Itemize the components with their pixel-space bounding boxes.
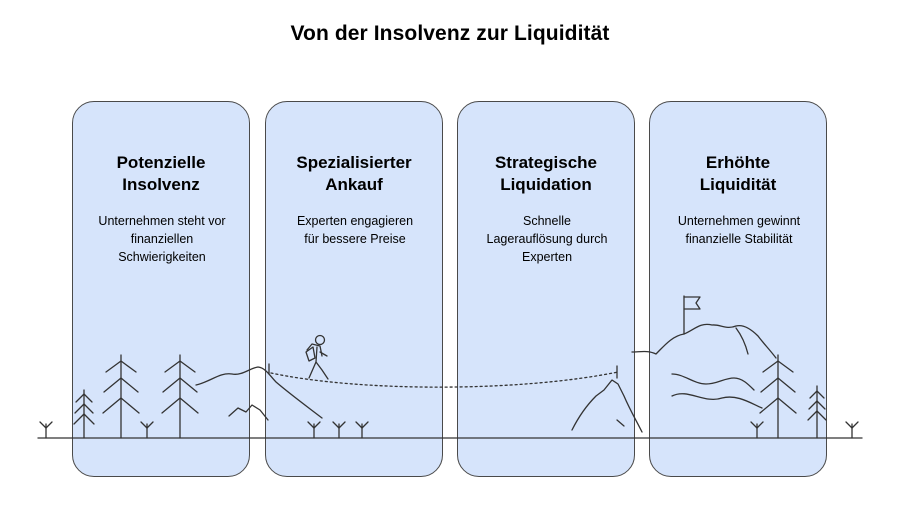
stage-description-line: Experten [521, 250, 573, 264]
grass-tuft-icon [845, 421, 859, 439]
stage-description-line: Unternehmen steht vor [98, 214, 226, 228]
stage-description-line: Experten engagieren [296, 214, 414, 228]
stage-heading-line: Liquidität [699, 175, 777, 194]
stage-heading-line: Insolvenz [122, 175, 200, 194]
stage-card-increased-liquidity: Erhöhte Liquidität Unternehmen gewinnt f… [649, 101, 827, 477]
stage-description-line: Schnelle [523, 214, 571, 228]
stage-heading-line: Strategische [494, 153, 598, 172]
stage-heading-line: Erhöhte [705, 153, 771, 172]
stage-description: Schnelle Lagerauflösung durch Experten [468, 212, 626, 266]
stage-description-line: für bessere Preise [304, 232, 406, 246]
stage-description: Unternehmen gewinnt finanzielle Stabilit… [660, 212, 818, 248]
stage-card-specialized-purchase: Spezialisierter Ankauf Experten engagier… [265, 101, 443, 477]
stage-heading-line: Spezialisierter [296, 153, 412, 172]
stage-heading: Potenzielle Insolvenz [73, 152, 249, 196]
stage-description-line: Unternehmen gewinnt [677, 214, 801, 228]
stage-description-line: finanzielle Stabilität [685, 232, 793, 246]
diagram-title: Von der Insolvenz zur Liquidität [290, 22, 610, 45]
stage-heading: Strategische Liquidation [458, 152, 634, 196]
stage-heading: Spezialisierter Ankauf [266, 152, 442, 196]
stage-card-strategic-liquidation: Strategische Liquidation Schnelle Lagera… [457, 101, 635, 477]
grass-tuft-icon [39, 421, 53, 439]
stage-description: Unternehmen steht vor finanziellen Schwi… [83, 212, 241, 266]
stage-heading-line: Ankauf [325, 175, 383, 194]
stage-heading-line: Liquidation [500, 175, 592, 194]
stage-description: Experten engagieren für bessere Preise [276, 212, 434, 248]
stage-description-line: Schwierigkeiten [118, 250, 206, 264]
stage-description-line: Lagerauflösung durch [486, 232, 608, 246]
stage-heading-line: Potenzielle [116, 153, 206, 172]
stage-heading: Erhöhte Liquidität [650, 152, 826, 196]
stage-description-line: finanziellen [130, 232, 194, 246]
stage-card-potential-insolvency: Potenzielle Insolvenz Unternehmen steht … [72, 101, 250, 477]
